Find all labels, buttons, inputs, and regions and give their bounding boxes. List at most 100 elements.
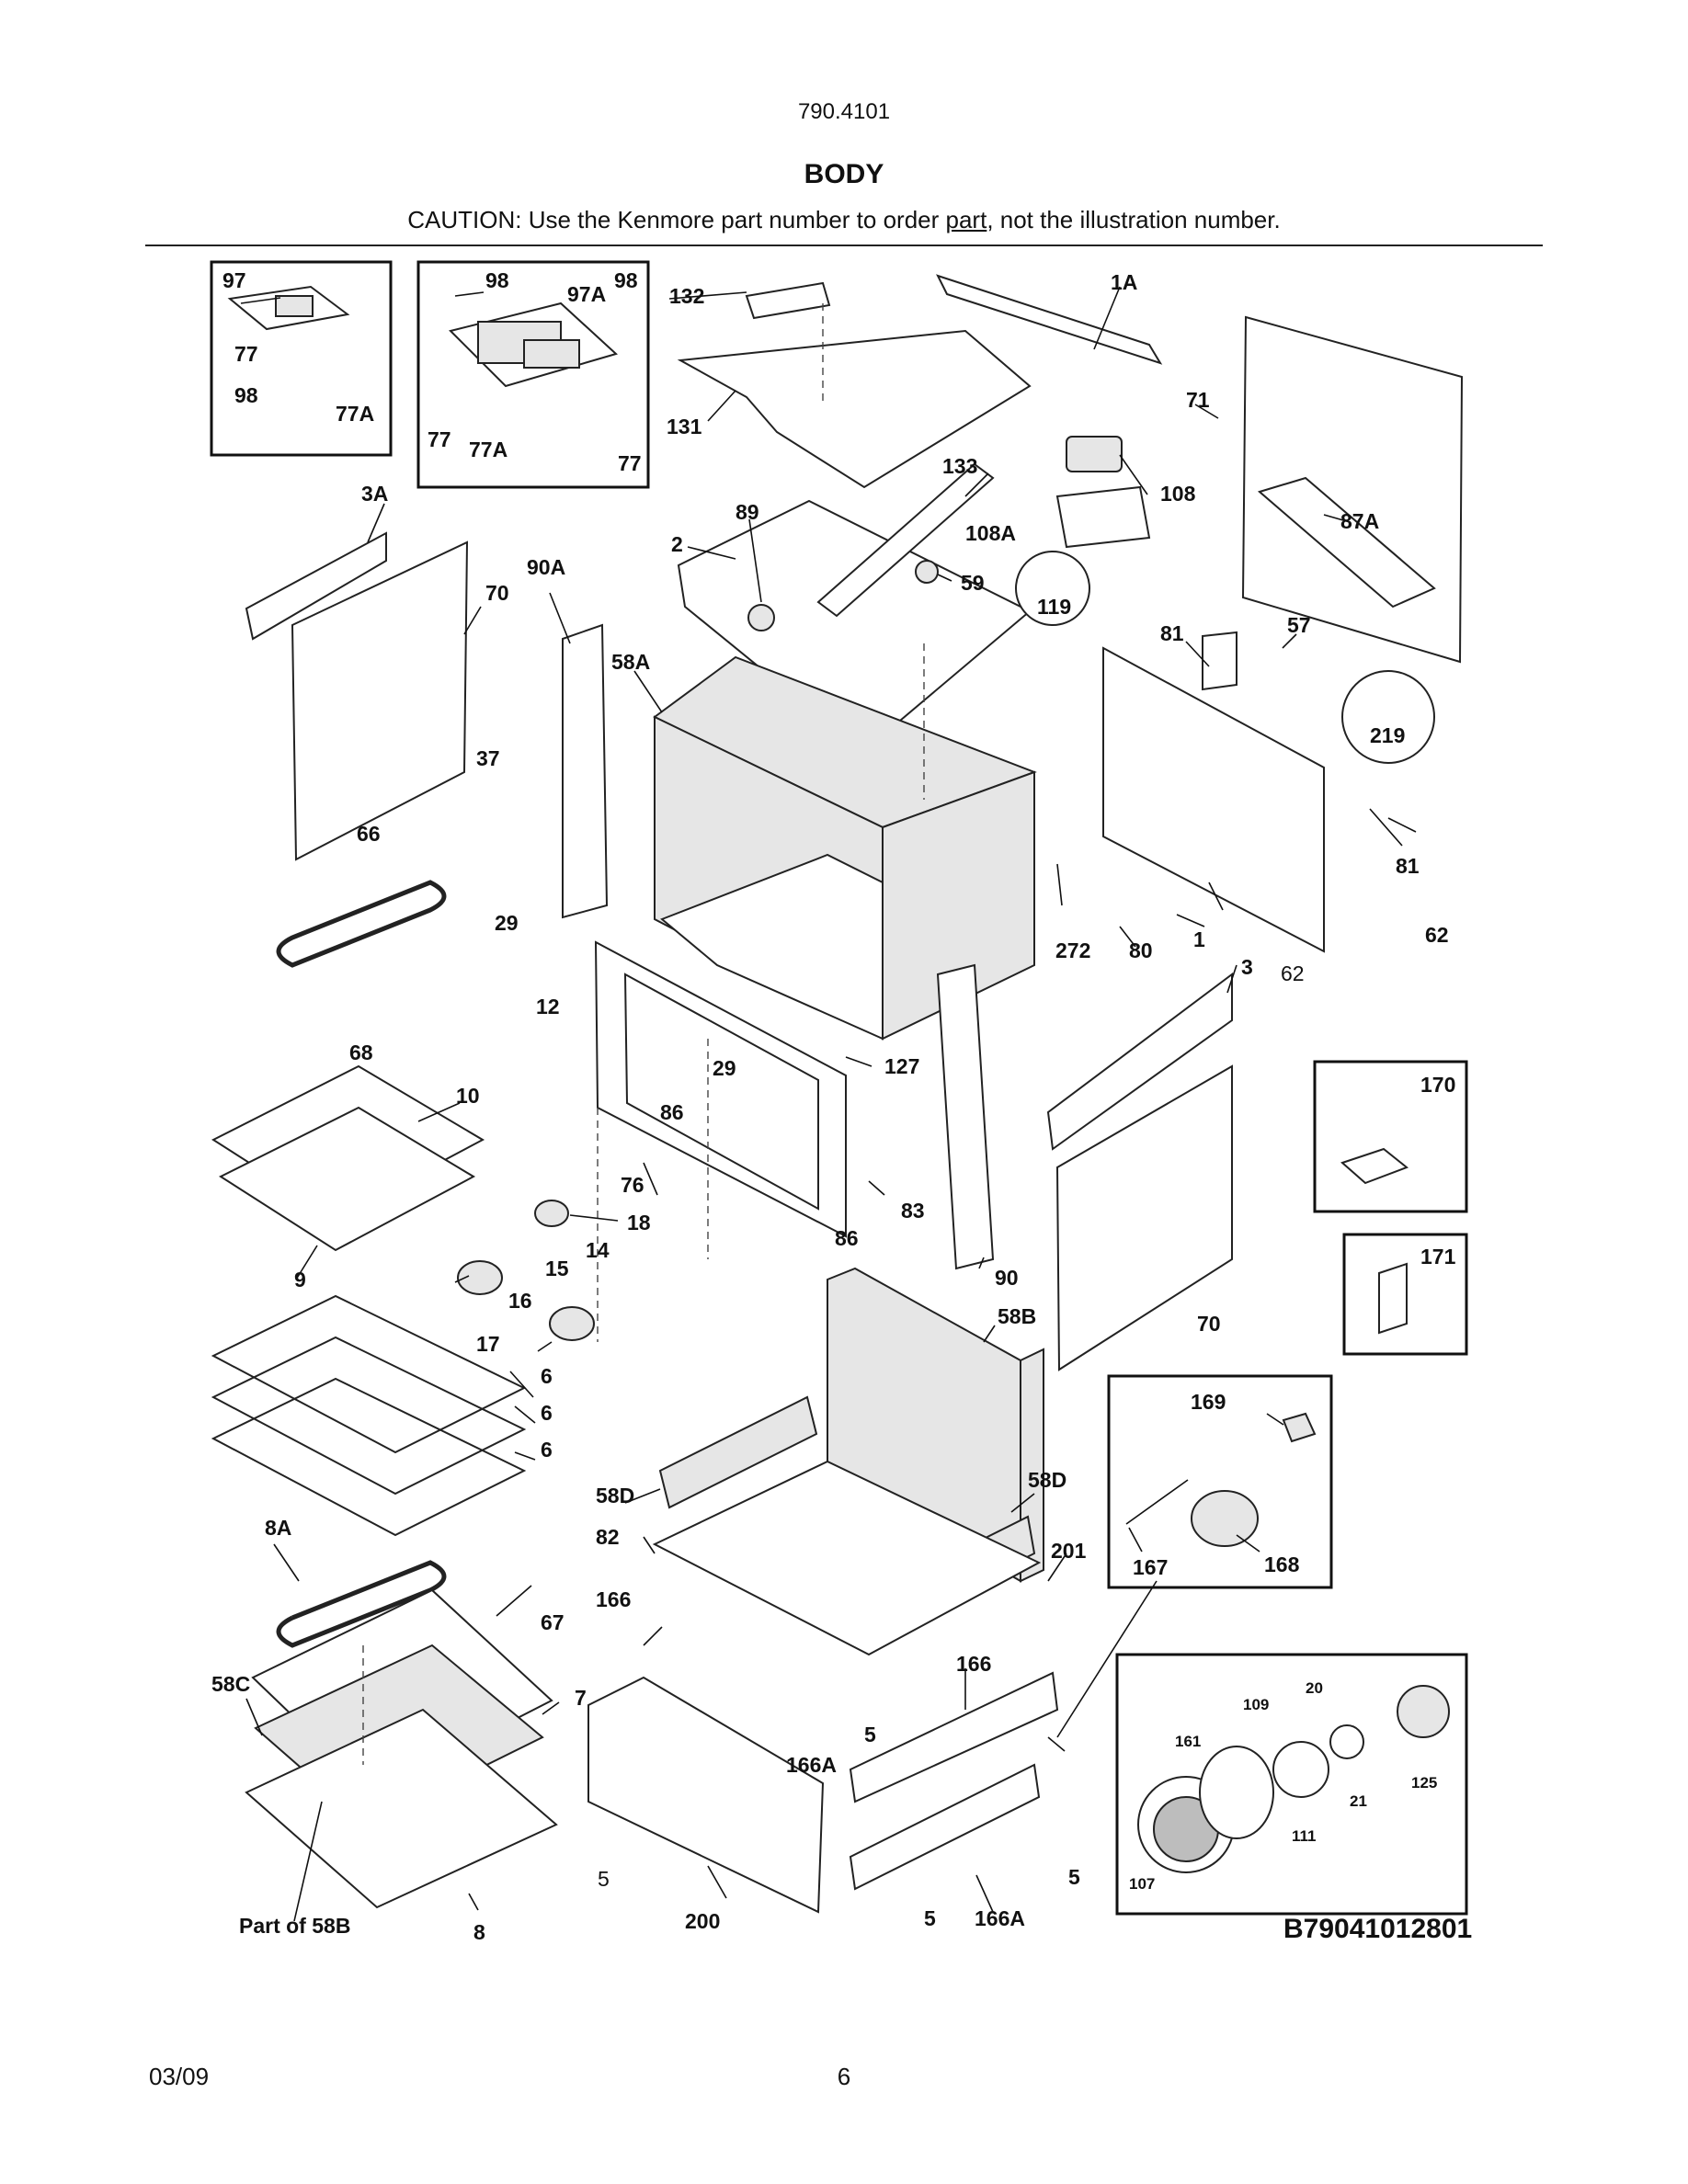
broil-pan-9	[218, 1106, 476, 1252]
page-title: BODY	[804, 159, 884, 189]
callout-67: 67	[541, 1610, 565, 1634]
oven-rack-6-bottom	[211, 1377, 527, 1537]
side-panel-70-right	[1055, 1064, 1233, 1371]
callout-58d: 58D	[596, 1484, 634, 1507]
header-rule	[145, 245, 1543, 246]
drawer-slide-166	[849, 1671, 1059, 1803]
caution-text-underlined: part	[945, 206, 987, 233]
callout-89: 89	[736, 500, 759, 524]
callout-labels: 97 77 98 77A 98 97A 98 77 77A 77 132 131…	[211, 268, 1456, 1944]
callout-59: 59	[961, 571, 985, 595]
detail-circle-219	[1341, 670, 1435, 764]
callout-10: 10	[456, 1084, 480, 1108]
inset-box-convection-fan	[1115, 1653, 1468, 1916]
callout-108a: 108A	[965, 521, 1016, 545]
top-panel-131	[677, 329, 1032, 489]
callout-6: 6	[541, 1364, 553, 1388]
lamp-lens-15	[457, 1260, 503, 1295]
callout-111: 111	[1292, 1827, 1317, 1845]
callout-97a: 97A	[567, 282, 606, 306]
callout-87a: 87A	[1340, 509, 1379, 533]
callout-66: 66	[357, 822, 381, 846]
callout-200: 200	[685, 1909, 720, 1933]
side-strip-90	[936, 963, 995, 1270]
callout-62: 62	[1425, 923, 1449, 947]
callout-98: 98	[614, 268, 638, 292]
callout-7: 7	[575, 1686, 587, 1710]
bracket-170	[1340, 1147, 1409, 1185]
inset-box-part-170	[1313, 1060, 1468, 1213]
drawer-front-200	[587, 1676, 825, 1914]
inset-box-motor-assembly	[1107, 1374, 1333, 1589]
callout-21: 21	[1350, 1792, 1367, 1810]
callout-170: 170	[1420, 1073, 1455, 1097]
callout-12: 12	[536, 995, 560, 1018]
rear-strip-1a	[936, 274, 1163, 365]
rear-wall-1	[1102, 646, 1325, 953]
callout-169: 169	[1191, 1390, 1226, 1414]
door-window	[623, 973, 819, 1211]
callout-17: 17	[476, 1332, 500, 1356]
base-frame-82	[652, 1460, 1042, 1656]
sensor-89	[747, 604, 775, 631]
callout-29: 29	[495, 911, 519, 935]
model-number: 790.4101	[797, 99, 891, 124]
callout-part-of-58b: Part of 58B	[239, 1914, 350, 1938]
callout-5-plain: 5	[598, 1867, 610, 1891]
callout-98: 98	[234, 383, 258, 407]
callout-168: 168	[1264, 1553, 1300, 1576]
bottom-tray-8	[245, 1708, 558, 1909]
callout-14: 14	[586, 1238, 610, 1262]
callout-97: 97	[222, 268, 246, 292]
bracket-57	[1202, 631, 1237, 691]
caution-note: CAUTION: Use the Kenmore part number to …	[0, 206, 1688, 234]
lamp-socket-18	[534, 1200, 569, 1227]
callout-29: 29	[713, 1056, 736, 1080]
bracket-171	[1378, 1262, 1408, 1335]
fan-motor-125	[1397, 1685, 1450, 1738]
callout-3: 3	[1241, 955, 1253, 979]
inset-box-part-171	[1342, 1233, 1468, 1356]
lamp-lens-16	[549, 1306, 595, 1341]
callout-58b: 58B	[998, 1304, 1036, 1328]
callout-131: 131	[667, 415, 702, 438]
callout-5: 5	[924, 1906, 936, 1930]
callout-8a: 8A	[265, 1516, 291, 1540]
callout-127: 127	[884, 1054, 919, 1078]
callout-6: 6	[541, 1438, 553, 1462]
callout-68: 68	[349, 1041, 373, 1064]
callout-70: 70	[485, 581, 509, 605]
callout-201: 201	[1051, 1539, 1087, 1563]
shaft-167	[1125, 1479, 1189, 1525]
knob-169	[1282, 1412, 1317, 1443]
callout-82: 82	[596, 1525, 620, 1549]
control-board-97a	[449, 301, 618, 388]
callout-108: 108	[1160, 482, 1196, 506]
oven-rack-6-middle	[211, 1336, 527, 1496]
callout-71: 71	[1186, 388, 1210, 412]
callout-15: 15	[545, 1257, 569, 1280]
channel-133	[816, 462, 995, 618]
callout-77: 77	[234, 342, 258, 366]
drawer-rail-166a	[849, 1763, 1041, 1891]
callout-98: 98	[485, 268, 509, 292]
callout-166: 166	[956, 1652, 991, 1676]
fan-blade-109	[1272, 1741, 1329, 1798]
callout-2: 2	[671, 532, 683, 556]
callout-166a: 166A	[975, 1906, 1025, 1930]
callout-132: 132	[669, 284, 704, 308]
callout-20: 20	[1306, 1679, 1323, 1697]
footer-date: 03/09	[149, 2063, 210, 2090]
motor-168	[1191, 1490, 1259, 1547]
callout-76: 76	[621, 1173, 644, 1197]
gasket-161	[1199, 1746, 1274, 1839]
leader-lines	[245, 286, 1417, 1922]
callout-161: 161	[1175, 1733, 1201, 1750]
callout-77: 77	[428, 427, 451, 451]
caution-text-start: CAUTION: Use the Kenmore part number to …	[407, 206, 946, 233]
caution-text-end: , not the illustration number.	[987, 206, 1281, 233]
spacer-20	[1329, 1724, 1364, 1759]
oven-body-58a	[653, 655, 1037, 1041]
side-panel-70-left	[291, 540, 469, 861]
callout-77a: 77A	[336, 402, 374, 426]
